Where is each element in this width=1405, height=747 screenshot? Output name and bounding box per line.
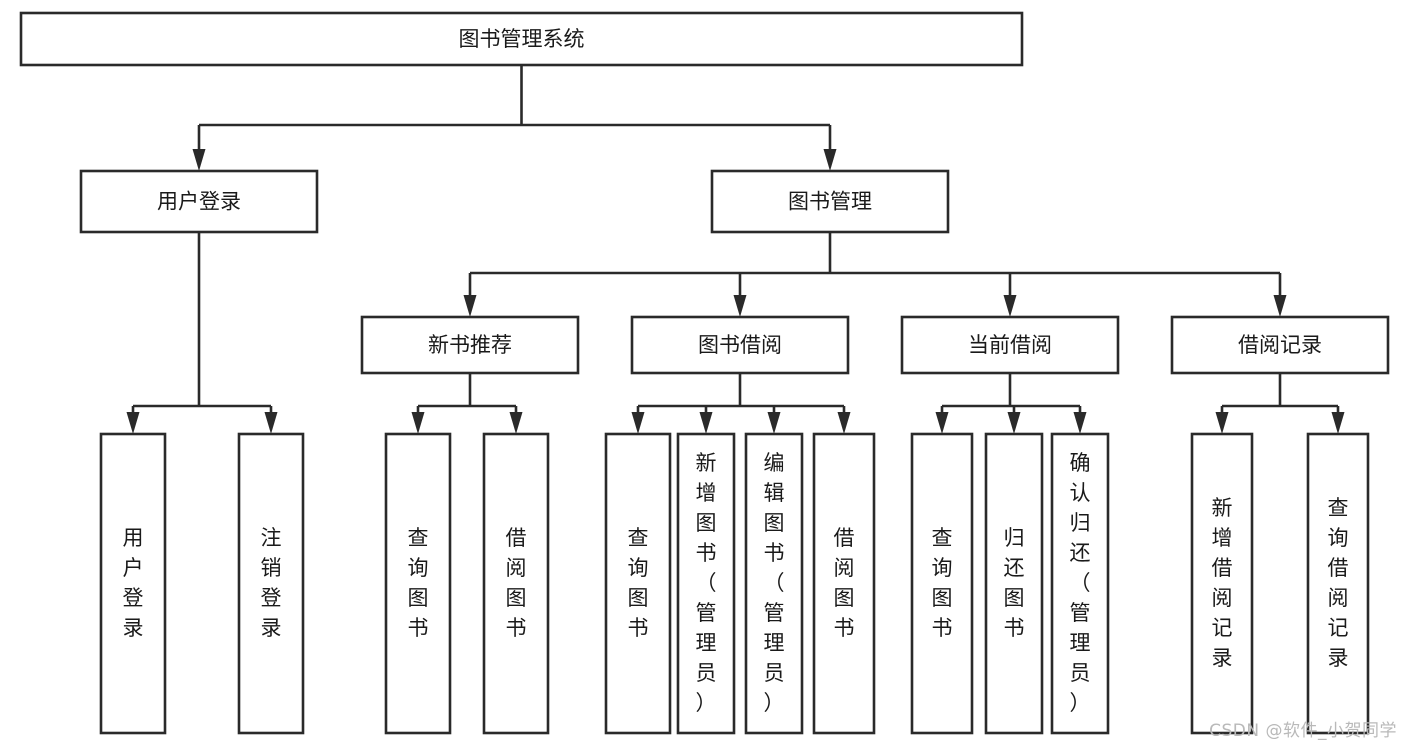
connector-group-new-book-recommend bbox=[411, 373, 523, 434]
node-label-leaf-user-login: 用户登录 bbox=[123, 526, 144, 640]
arrow-head-icon bbox=[126, 412, 140, 434]
arrow-head-icon bbox=[733, 295, 747, 317]
node-box-leaf-add-book-admin[interactable] bbox=[676, 432, 736, 735]
node-box-book-borrow[interactable] bbox=[630, 315, 850, 375]
node-label-leaf-query-book-recommend: 查询图书 bbox=[408, 526, 429, 640]
arrow-head-icon bbox=[509, 412, 523, 434]
node-label-leaf-add-borrow-record: 新增借阅记录 bbox=[1212, 496, 1233, 670]
arrow-head-icon bbox=[1003, 295, 1017, 317]
connector-group-current-borrow bbox=[935, 373, 1087, 434]
node-book-manage[interactable]: 图书管理 bbox=[710, 169, 950, 234]
arrow-head-icon bbox=[1273, 295, 1287, 317]
node-label-leaf-query-book-borrow: 查询图书 bbox=[628, 526, 649, 640]
node-current-borrow[interactable]: 当前借阅 bbox=[900, 315, 1120, 375]
node-box-leaf-borrow-book-recommend[interactable] bbox=[482, 432, 550, 735]
node-label-leaf-return-book: 归还图书 bbox=[1004, 526, 1025, 640]
node-leaf-return-book[interactable]: 归还图书 bbox=[984, 432, 1044, 735]
arrow-head-icon bbox=[411, 412, 425, 434]
node-box-leaf-confirm-return-admin[interactable] bbox=[1050, 432, 1110, 735]
node-box-root[interactable] bbox=[19, 11, 1024, 67]
node-leaf-query-book-current[interactable]: 查询图书 bbox=[910, 432, 974, 735]
node-label-borrow-record: 借阅记录 bbox=[1238, 333, 1322, 357]
nodes-layer: 图书管理系统用户登录图书管理新书推荐图书借阅当前借阅借阅记录用户登录注销登录查询… bbox=[19, 11, 1390, 735]
node-label-leaf-edit-book-admin: 编辑图书（管理员） bbox=[764, 451, 785, 715]
node-label-user-login: 用户登录 bbox=[157, 190, 241, 214]
node-label-leaf-confirm-return-admin: 确认归还（管理员） bbox=[1070, 451, 1091, 715]
node-borrow-record[interactable]: 借阅记录 bbox=[1170, 315, 1390, 375]
node-new-book-recommend[interactable]: 新书推荐 bbox=[360, 315, 580, 375]
arrow-head-icon bbox=[935, 412, 949, 434]
arrow-head-icon bbox=[631, 412, 645, 434]
node-box-borrow-record[interactable] bbox=[1170, 315, 1390, 375]
node-root[interactable]: 图书管理系统 bbox=[19, 11, 1024, 67]
arrow-head-icon bbox=[1215, 412, 1229, 434]
node-book-borrow[interactable]: 图书借阅 bbox=[630, 315, 850, 375]
node-leaf-borrow-book[interactable]: 借阅图书 bbox=[812, 432, 876, 735]
node-leaf-query-borrow-record[interactable]: 查询借阅记录 bbox=[1306, 432, 1370, 735]
arrow-head-icon bbox=[264, 412, 278, 434]
node-label-leaf-borrow-book-recommend: 借阅图书 bbox=[506, 526, 527, 640]
node-box-new-book-recommend[interactable] bbox=[360, 315, 580, 375]
node-label-current-borrow: 当前借阅 bbox=[968, 333, 1052, 357]
connector-group-book-manage bbox=[463, 232, 1287, 317]
node-leaf-user-logout[interactable]: 注销登录 bbox=[237, 432, 305, 735]
connector-group-borrow-record bbox=[1215, 373, 1345, 434]
node-user-login[interactable]: 用户登录 bbox=[79, 169, 319, 234]
arrow-head-icon bbox=[1007, 412, 1021, 434]
node-leaf-add-book-admin[interactable]: 新增图书（管理员） bbox=[676, 432, 736, 735]
node-leaf-borrow-book-recommend[interactable]: 借阅图书 bbox=[482, 432, 550, 735]
node-label-root: 图书管理系统 bbox=[459, 27, 585, 51]
node-label-book-borrow: 图书借阅 bbox=[698, 333, 782, 357]
node-box-leaf-return-book[interactable] bbox=[984, 432, 1044, 735]
connector-group-book-borrow bbox=[631, 373, 851, 434]
node-box-leaf-add-borrow-record[interactable] bbox=[1190, 432, 1254, 735]
node-label-leaf-add-book-admin: 新增图书（管理员） bbox=[696, 451, 717, 715]
node-leaf-edit-book-admin[interactable]: 编辑图书（管理员） bbox=[744, 432, 804, 735]
node-box-leaf-user-login[interactable] bbox=[99, 432, 167, 735]
arrow-head-icon bbox=[767, 412, 781, 434]
node-box-leaf-edit-book-admin[interactable] bbox=[744, 432, 804, 735]
connector-group-root bbox=[192, 65, 837, 171]
node-leaf-confirm-return-admin[interactable]: 确认归还（管理员） bbox=[1050, 432, 1110, 735]
node-label-book-manage: 图书管理 bbox=[788, 190, 872, 214]
node-box-user-login[interactable] bbox=[79, 169, 319, 234]
node-box-current-borrow[interactable] bbox=[900, 315, 1120, 375]
node-label-leaf-user-logout: 注销登录 bbox=[261, 526, 282, 640]
connector-group-user-login bbox=[126, 232, 278, 434]
connectors-layer bbox=[126, 65, 1345, 434]
node-box-book-manage[interactable] bbox=[710, 169, 950, 234]
arrow-head-icon bbox=[1073, 412, 1087, 434]
node-box-leaf-query-book-borrow[interactable] bbox=[604, 432, 672, 735]
node-leaf-add-borrow-record[interactable]: 新增借阅记录 bbox=[1190, 432, 1254, 735]
arrow-head-icon bbox=[823, 149, 837, 171]
arrow-head-icon bbox=[837, 412, 851, 434]
arrow-head-icon bbox=[699, 412, 713, 434]
node-box-leaf-query-borrow-record[interactable] bbox=[1306, 432, 1370, 735]
node-label-leaf-borrow-book: 借阅图书 bbox=[834, 526, 855, 640]
arrow-head-icon bbox=[1331, 412, 1345, 434]
node-label-new-book-recommend: 新书推荐 bbox=[428, 333, 512, 357]
node-label-leaf-query-borrow-record: 查询借阅记录 bbox=[1328, 496, 1349, 670]
node-leaf-query-book-recommend[interactable]: 查询图书 bbox=[384, 432, 452, 735]
node-leaf-query-book-borrow[interactable]: 查询图书 bbox=[604, 432, 672, 735]
node-box-leaf-query-book-recommend[interactable] bbox=[384, 432, 452, 735]
node-label-leaf-query-book-current: 查询图书 bbox=[932, 526, 953, 640]
node-box-leaf-query-book-current[interactable] bbox=[910, 432, 974, 735]
arrow-head-icon bbox=[463, 295, 477, 317]
arrow-head-icon bbox=[192, 149, 206, 171]
node-leaf-user-login[interactable]: 用户登录 bbox=[99, 432, 167, 735]
node-box-leaf-user-logout[interactable] bbox=[237, 432, 305, 735]
node-box-leaf-borrow-book[interactable] bbox=[812, 432, 876, 735]
